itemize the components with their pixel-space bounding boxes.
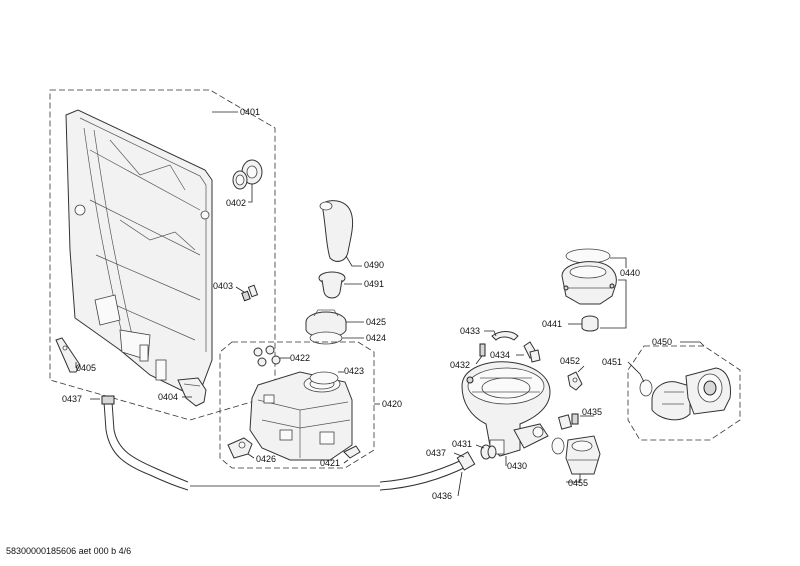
label-0452: 0452 [560,356,580,366]
label-0491: 0491 [364,279,384,289]
label-0435: 0435 [582,407,602,417]
ring-0451: 0451 [602,357,653,397]
document-code: 58300000185606 aet 000 b 4/6 [6,546,131,556]
label-0455: 0455 [568,478,588,488]
label-0490: 0490 [364,260,384,270]
screw-0432: 0432 [450,343,486,370]
funnel-0490: 0490 [319,200,384,270]
label-0437-left: 0437 [62,394,82,404]
label-0433: 0433 [460,326,480,336]
label-0405: 0405 [76,363,96,373]
connector-0404 [177,377,207,407]
clip-0433: 0433 [460,326,519,341]
seals-0422 [253,345,290,367]
label-0431: 0431 [452,439,472,449]
clip-0452: 0452 [560,356,585,391]
gasket-0424: 0424 [309,331,386,345]
coupling-0431: 0431 [452,439,497,460]
label-0434: 0434 [490,350,510,360]
label-0437-right: 0437 [426,448,446,458]
sump-group: 0433 0432 0434 0430 0431 [426,326,551,501]
side-panel-group: 0401 0402 0403 0404 0405 [49,89,276,421]
ring-0423 [309,371,344,385]
fitting-0435: 0435 [558,407,602,430]
clip-0405 [55,337,81,373]
label-0423: 0423 [344,366,364,376]
label-0430: 0430 [507,461,527,471]
label-0420: 0420 [382,399,402,409]
heater-pump-0455: 0455 [551,435,601,488]
pump-group-0450: 0450 0451 [602,337,741,441]
softener-group: 0422 0423 0420 0426 0421 [219,341,402,469]
label-0421: 0421 [320,458,340,468]
label-0422: 0422 [290,353,310,363]
valve-0426 [227,437,255,459]
label-0426: 0426 [256,454,276,464]
label-0440: 0440 [620,268,640,278]
label-0441: 0441 [542,319,562,329]
label-0451: 0451 [602,357,622,367]
ring-0402 [232,159,263,190]
pump-group-0440: 0440 0441 [542,248,640,332]
label-0404: 0404 [158,392,178,402]
cap-0491: 0491 [318,271,384,299]
label-0401: 0401 [240,107,260,117]
rotor-0441: 0441 [542,315,599,332]
fitting-0421 [343,445,361,464]
fitting-0403 [241,284,259,302]
label-0432: 0432 [450,360,470,370]
label-0450: 0450 [652,337,672,347]
label-0424: 0424 [366,333,386,343]
clips-0434: 0434 [490,341,541,363]
label-0425: 0425 [366,317,386,327]
label-0402: 0402 [226,198,246,208]
label-0436: 0436 [432,491,452,501]
label-0403: 0403 [213,281,233,291]
